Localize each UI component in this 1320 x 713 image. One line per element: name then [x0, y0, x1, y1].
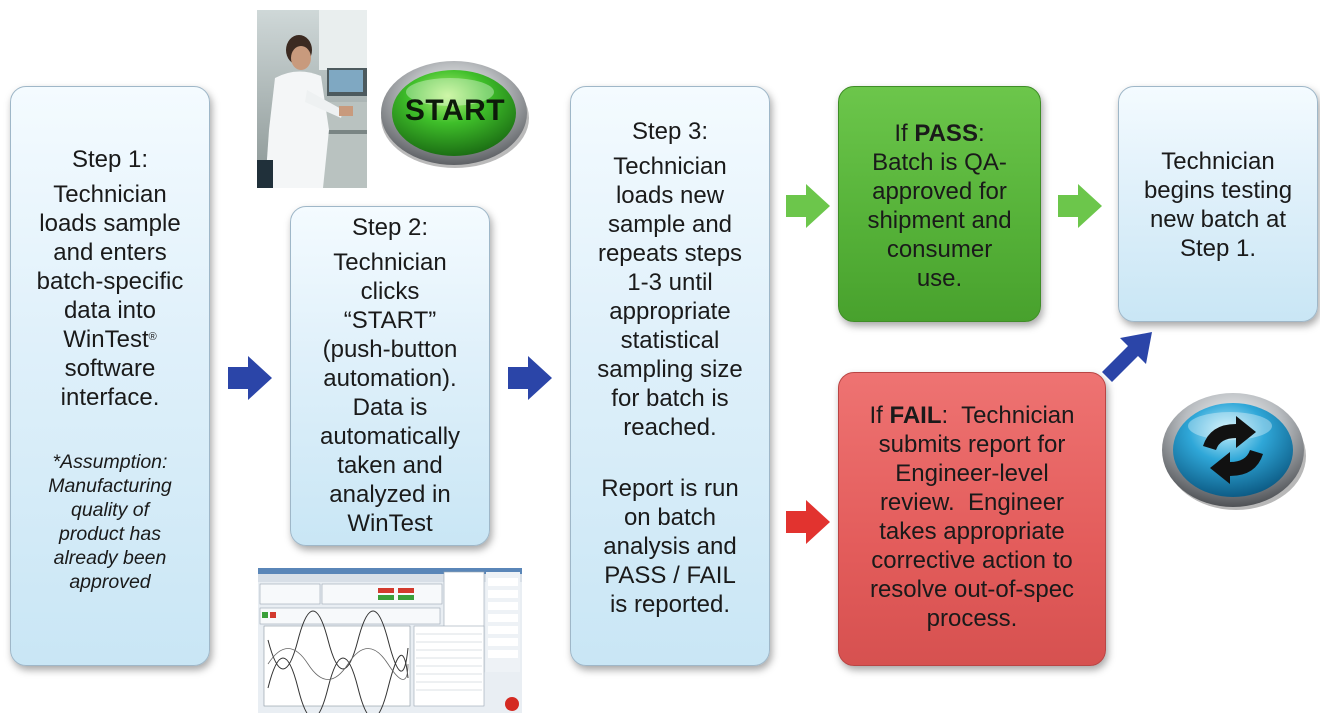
arrow-shape: [786, 500, 830, 544]
wintest-name: WinTest: [63, 326, 149, 353]
step3-box: Step 3: Technician loads new sample and …: [570, 86, 770, 666]
step1-line: data into: [63, 297, 157, 324]
pass-prefix: If: [894, 120, 915, 147]
pass-line: approved for: [872, 178, 1007, 205]
report-line: Report is run: [601, 475, 739, 502]
step2-line: clicks: [360, 278, 420, 305]
step2-line: analyzed in: [329, 481, 451, 508]
assumption-note-line: already been: [53, 547, 167, 569]
fail-line: resolve out-of-spec: [869, 576, 1075, 603]
step1-box: Step 1: Technician loads sample and ente…: [10, 86, 210, 666]
restart-line: Step 1.: [1179, 235, 1257, 262]
step1-wintest-line: WinTest®: [63, 325, 156, 354]
step3-line: sampling size: [597, 356, 743, 383]
green-arrow-to-restart: [1058, 184, 1102, 228]
step3-line: repeats steps: [597, 240, 743, 267]
arrow-shape: [1058, 184, 1102, 228]
step2-line: automation).: [323, 365, 457, 392]
step2-box: Step 2: Technician clicks “START” (push-…: [290, 206, 490, 546]
assumption-note-line: Manufacturing: [48, 475, 172, 497]
pass-line: Batch is QA-: [872, 149, 1007, 176]
step2-line: WinTest: [347, 510, 433, 537]
step3-line: sample and: [607, 211, 733, 238]
assumption-note-line: product has: [59, 523, 161, 545]
report-line: is reported.: [609, 591, 731, 618]
technician-photo: [257, 10, 367, 188]
step1-line: batch-specific: [36, 268, 184, 295]
blue-arrow-step2-to-step3: [508, 356, 552, 400]
step2-line: taken and: [337, 452, 443, 479]
report-line: analysis and: [603, 533, 737, 560]
restart-line: Technician: [1161, 148, 1275, 175]
arrow-shape: [228, 356, 272, 400]
pass-suffix: :: [977, 120, 985, 147]
fail-line: Engineer-level: [895, 460, 1049, 487]
step3-line: statistical: [620, 327, 720, 354]
step2-line: automatically: [319, 423, 461, 450]
fail-line: takes appropriate: [879, 518, 1065, 545]
restart-box: Technician begins testing new batch at S…: [1118, 86, 1318, 322]
step2-line: Technician: [333, 249, 447, 276]
start-button-label: START: [404, 94, 506, 127]
start-button-icon: START: [378, 58, 532, 170]
fail-line: submits report for: [878, 431, 1066, 458]
fail-heading: If FAIL: Technician: [870, 401, 1075, 430]
step2-line: “START”: [343, 307, 437, 334]
step3-line: for batch is: [611, 385, 729, 412]
step1-line: Technician: [53, 181, 167, 208]
arrow-shape: [508, 356, 552, 400]
step3-title: Step 3:: [631, 118, 709, 145]
restart-line: new batch at: [1149, 206, 1287, 233]
step3-line: appropriate: [609, 298, 731, 325]
step2-line: Data is: [352, 394, 428, 421]
assumption-note-line: quality of: [70, 499, 150, 521]
step1-line: loads sample: [39, 210, 181, 237]
pass-heading: If PASS:: [894, 119, 984, 148]
step3-line: loads new: [615, 182, 725, 209]
arrow-shape: [786, 184, 830, 228]
software-screenshot: [258, 568, 522, 713]
step1-line: software: [64, 355, 156, 382]
step1-title: Step 1:: [71, 146, 149, 173]
blue-arrow-fail-to-restart: [1102, 332, 1152, 382]
registered-mark: ®: [148, 331, 157, 343]
red-arrow-to-fail: [786, 500, 830, 544]
fail-keyword: FAIL: [889, 402, 942, 429]
fail-line: review. Engineer: [879, 489, 1065, 516]
step3-line: 1-3 until: [627, 269, 713, 296]
fail-line: corrective action to: [871, 547, 1073, 574]
arrow-shape: [1102, 332, 1152, 382]
step3-line: reached.: [623, 414, 717, 441]
fail-box: If FAIL: Technician submits report for E…: [838, 372, 1106, 666]
step1-line: interface.: [60, 384, 160, 411]
assumption-note-line: *Assumption:: [52, 451, 168, 473]
green-arrow-to-pass: [786, 184, 830, 228]
step3-line: Technician: [613, 153, 727, 180]
step1-line: and enters: [53, 239, 167, 266]
step2-title: Step 2:: [351, 214, 429, 241]
step2-line: (push-button: [322, 336, 458, 363]
fail-line: process.: [926, 605, 1018, 632]
restart-line: begins testing: [1143, 177, 1293, 204]
fail-suffix: : Technician: [941, 402, 1075, 429]
blue-arrow-step1-to-step2: [228, 356, 272, 400]
pass-box: If PASS: Batch is QA- approved for shipm…: [838, 86, 1041, 322]
pass-line: consumer: [886, 236, 993, 263]
assumption-note-line: approved: [69, 571, 151, 593]
report-line: PASS / FAIL: [604, 562, 736, 589]
report-line: on batch: [623, 504, 717, 531]
pass-keyword: PASS: [914, 120, 978, 147]
pass-line: use.: [916, 265, 963, 292]
refresh-icon: [1158, 388, 1308, 512]
pass-line: shipment and: [867, 207, 1012, 234]
fail-prefix: If: [869, 402, 890, 429]
